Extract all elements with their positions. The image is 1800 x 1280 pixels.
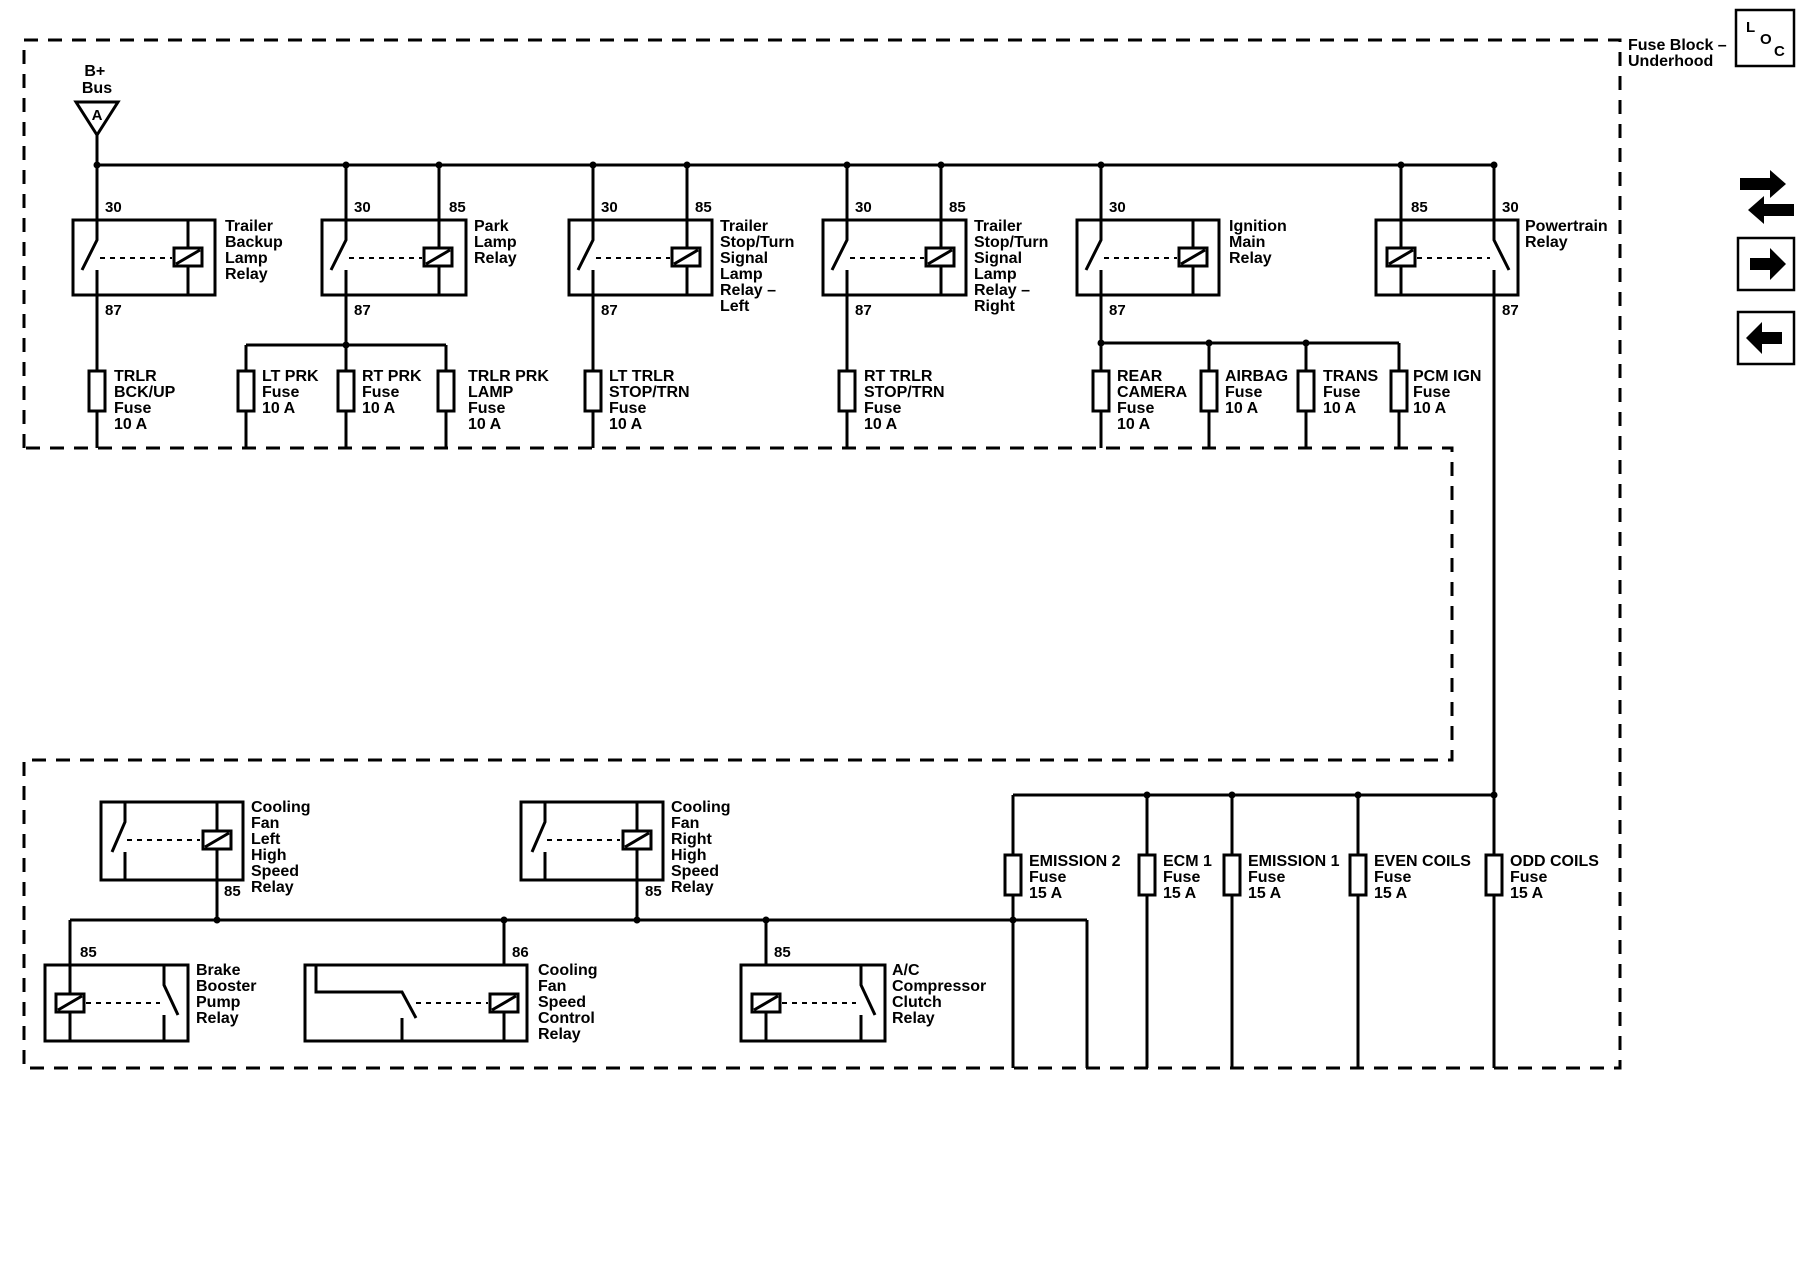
svg-text:C: C [1774, 43, 1785, 60]
svg-text:85: 85 [949, 199, 966, 216]
relay-powertrain: 85 30 87 Powertrain Relay [1374, 165, 1612, 795]
bus-junctions [93, 161, 1405, 169]
svg-text:85: 85 [449, 199, 466, 216]
svg-text:85: 85 [80, 944, 97, 961]
top-bus-bar [95, 135, 1494, 167]
arrow-right-icon[interactable] [1736, 236, 1796, 292]
bus-label: B+ Bus [82, 63, 112, 97]
svg-text:86: 86 [512, 944, 529, 961]
svg-text:87: 87 [1109, 302, 1126, 319]
component-swap-icon[interactable] [1740, 170, 1794, 224]
relay-trailer-stop-turn-right: 30 85 87 Trailer Stop/Turn Signal Lamp R… [821, 165, 1053, 448]
svg-text:85: 85 [774, 944, 791, 961]
relay-name: Ignition Main Relay [1229, 218, 1291, 267]
svg-text:85: 85 [695, 199, 712, 216]
arrow-left-icon[interactable] [1736, 310, 1796, 366]
svg-text:87: 87 [354, 302, 371, 319]
svg-text:85: 85 [224, 883, 241, 900]
relay-brake-booster-pump: 85 Brake Booster Pump Relay [43, 944, 261, 1043]
relay-name: A/C Compressor Clutch Relay [892, 962, 991, 1027]
svg-text:87: 87 [1502, 302, 1519, 319]
fuse-block-label: Fuse Block – Underhood [1628, 37, 1731, 70]
svg-text:30: 30 [855, 199, 872, 216]
relay-name: Cooling Fan Speed Control Relay [538, 962, 602, 1043]
relay-name: Brake Booster Pump Relay [196, 962, 261, 1027]
relay-trailer-backup-lamp: 30 87 Trailer Backup Lamp Relay [71, 165, 287, 448]
svg-text:85: 85 [1411, 199, 1428, 216]
relay-name: Cooling Fan Right High Speed Relay [671, 799, 735, 896]
relay-cooling-fan-speed-control: 86 Cooling Fan Speed Control Relay [303, 944, 602, 1043]
svg-text:30: 30 [354, 199, 371, 216]
loc-icon[interactable]: L O C [1734, 8, 1796, 68]
relay-ac-compressor-clutch: 85 A/C Compressor Clutch Relay [739, 944, 991, 1043]
bottom-fuse-bus [1011, 793, 1496, 1068]
relay-cooling-fan-right-high-speed: 85 Cooling Fan Right High Speed Relay [519, 799, 735, 900]
svg-text:30: 30 [1109, 199, 1126, 216]
fuse-block-boundary-top [22, 38, 1622, 1070]
relay-name: Trailer Backup Lamp Relay [225, 218, 287, 283]
relay-name: Trailer Stop/Turn Signal Lamp Relay – Le… [720, 218, 799, 315]
relay-name: Powertrain Relay [1525, 218, 1612, 251]
relay-name: Park Lamp Relay [474, 218, 521, 267]
relay-park-lamp: 30 85 87 Park Lamp Relay [246, 165, 521, 349]
relay-name: Cooling Fan Left High Speed Relay [251, 799, 315, 896]
bus-connector: A [73, 100, 121, 138]
svg-text:87: 87 [601, 302, 618, 319]
svg-text:O: O [1760, 31, 1772, 48]
svg-text:L: L [1746, 19, 1755, 36]
svg-text:87: 87 [855, 302, 872, 319]
relay-ignition-main: 30 87 Ignition Main Relay [1075, 165, 1401, 448]
svg-text:A: A [92, 107, 103, 124]
relay-cooling-fan-left-high-speed: 85 Cooling Fan Left High Speed Relay [99, 799, 315, 900]
svg-text:30: 30 [1502, 199, 1519, 216]
svg-text:87: 87 [105, 302, 122, 319]
svg-text:30: 30 [601, 199, 618, 216]
svg-text:30: 30 [105, 199, 122, 216]
svg-text:85: 85 [645, 883, 662, 900]
relay-trailer-stop-turn-left: 30 85 87 Trailer Stop/Turn Signal Lamp R… [567, 165, 799, 448]
relay-coil-bus [68, 880, 1089, 1068]
relay-name: Trailer Stop/Turn Signal Lamp Relay – Ri… [974, 218, 1053, 315]
